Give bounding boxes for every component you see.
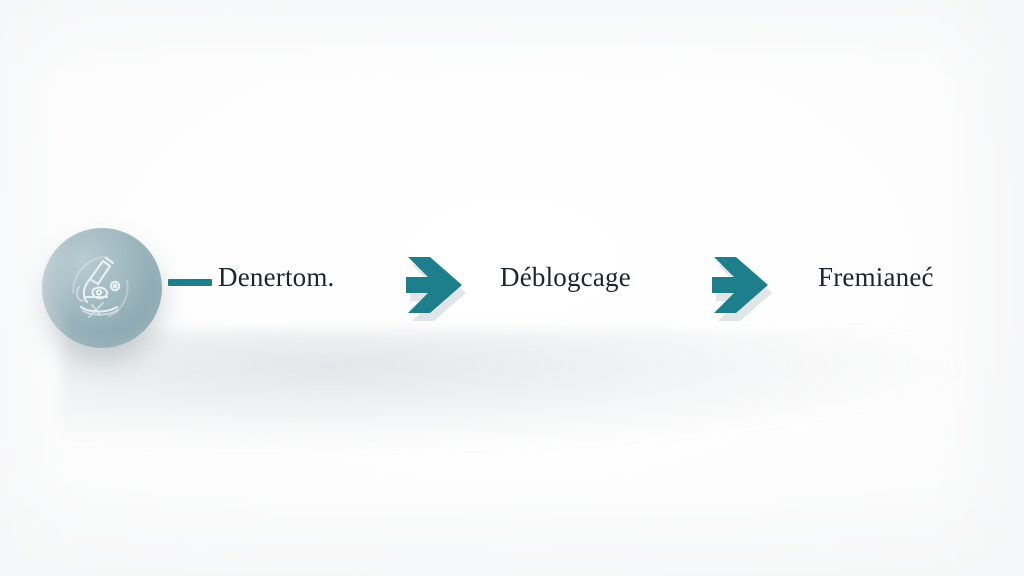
microscope-icon xyxy=(42,228,162,348)
process-start-node[interactable] xyxy=(42,228,162,348)
arrow-2-icon xyxy=(706,243,802,329)
step-label-2: Déblogcage xyxy=(500,262,631,292)
step-label-1: Denertom. xyxy=(218,262,335,292)
step-label-3: Fremianeć xyxy=(818,262,934,292)
stub-connector xyxy=(168,279,212,286)
arrow-1-icon xyxy=(400,243,496,329)
